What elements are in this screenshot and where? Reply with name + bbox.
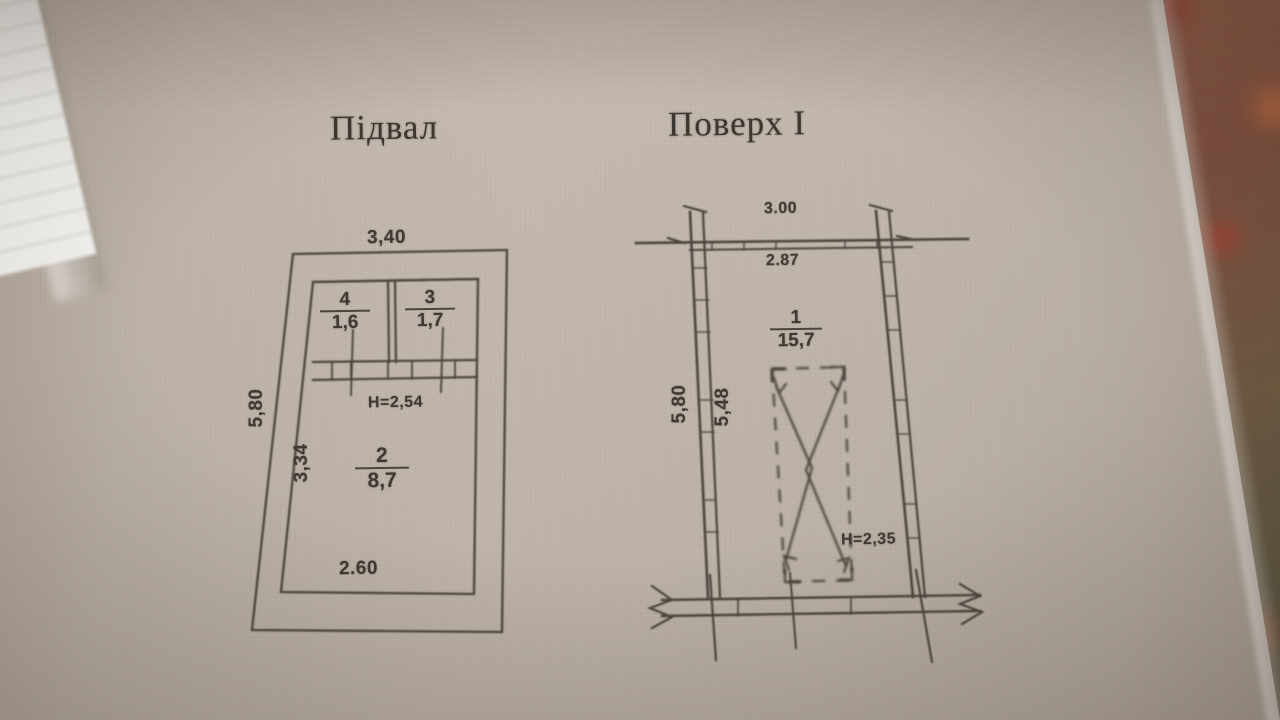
basement-dim-bottom: 2.60 — [338, 557, 379, 580]
floor-dim-top-outer: 3.00 — [763, 199, 798, 218]
room-area: 1,6 — [331, 312, 359, 334]
room-area: 15,7 — [777, 330, 815, 352]
room-area: 1,7 — [416, 310, 444, 332]
room-number: 2 — [354, 444, 410, 470]
floor-height-note: H=2,35 — [840, 530, 897, 549]
basement-plan-title: Підвал — [329, 107, 439, 148]
room-number: 4 — [319, 289, 371, 313]
basement-room-2-label: 2 8,7 — [354, 444, 410, 493]
floor-dim-left-outer: 5,80 — [669, 384, 690, 424]
basement-dim-left-outer: 5,80 — [246, 388, 267, 428]
room-area: 8,7 — [367, 469, 397, 493]
floor-dim-top-inner: 2.87 — [765, 251, 800, 270]
room-number: 1 — [769, 307, 823, 331]
basement-dim-top: 3,40 — [366, 226, 407, 249]
floor-dim-left-inner: 5,48 — [712, 387, 733, 427]
basement-room-3-label: 3 1,7 — [404, 287, 456, 332]
floor-room-1-label: 1 15,7 — [769, 307, 823, 352]
basement-dim-left-inner: 3,34 — [291, 443, 312, 483]
basement-height-note: H=2,54 — [367, 393, 424, 412]
floor-plan-title: Поверх I — [667, 103, 807, 144]
room-number: 3 — [404, 287, 456, 311]
basement-room-4-label: 4 1,6 — [319, 289, 371, 334]
